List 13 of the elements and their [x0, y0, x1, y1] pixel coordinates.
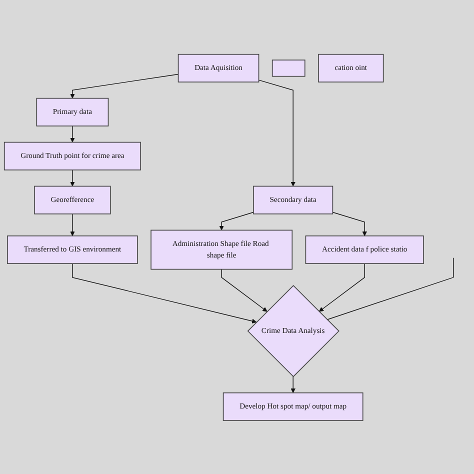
arrow [72, 262, 257, 324]
node-box [272, 59, 306, 76]
arrow [70, 213, 75, 236]
arrow [70, 169, 75, 186]
arrow [221, 268, 268, 312]
arrow [258, 79, 296, 186]
arrow [70, 125, 75, 142]
arrow [332, 211, 367, 236]
connector [326, 257, 454, 320]
arrow [219, 211, 254, 230]
arrow [290, 376, 296, 393]
arrow [70, 73, 179, 98]
arrow [318, 262, 365, 312]
